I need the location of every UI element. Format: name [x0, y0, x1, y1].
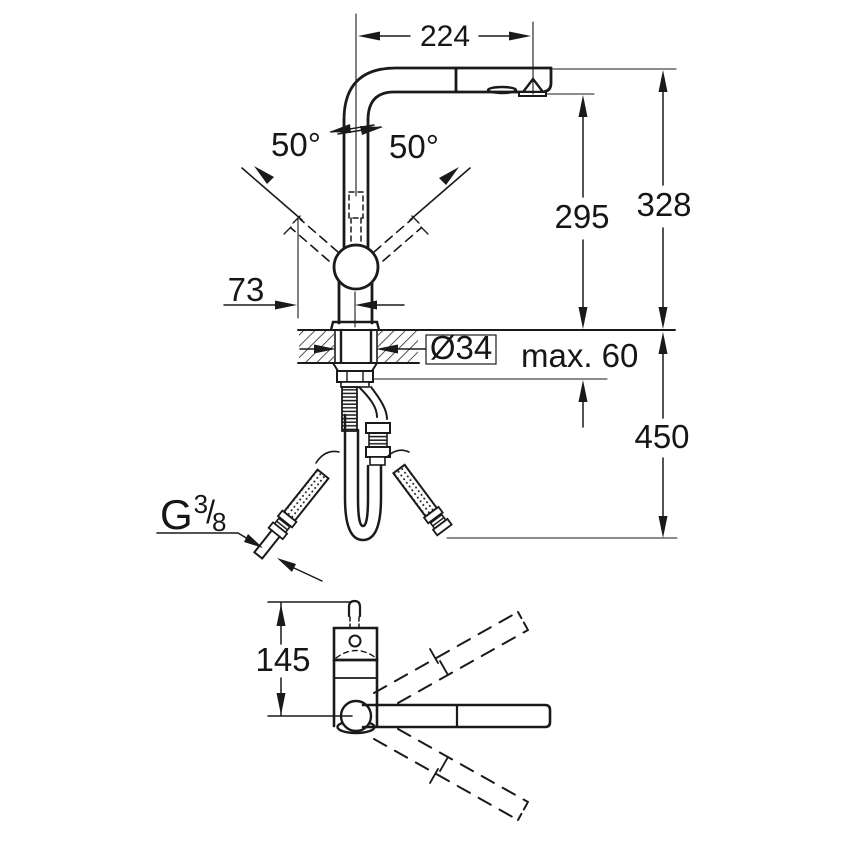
dim-deck-thickness	[373, 378, 608, 428]
dim-spout-reach-label: 224	[420, 20, 470, 53]
connection-numerator: 3	[194, 489, 208, 519]
shank-hose-connector	[358, 386, 391, 466]
plan-spout-arm	[361, 703, 552, 729]
mounting-nut	[336, 370, 374, 383]
dim-hole-diameter-label: Ø34	[430, 329, 492, 366]
lever-tip	[347, 599, 362, 618]
dim-body-height	[267, 601, 353, 717]
hoses	[253, 386, 453, 560]
dim-spout-reach	[358, 21, 534, 95]
dim-height-outlet-label: 295	[554, 198, 609, 235]
spray-button	[486, 85, 518, 95]
dim-swivel-left-label: 50°	[271, 126, 321, 163]
dim-height-outlet	[545, 93, 595, 329]
lever-pivot-dot	[348, 634, 362, 648]
hose-break-left	[315, 450, 340, 464]
connection-slash: /	[206, 494, 215, 530]
ball-joint	[332, 243, 380, 291]
faucet-body	[329, 13, 381, 332]
hose-break-right	[387, 449, 410, 457]
front-view: 224 50° 50° 295 328 450 max. 60 Ø34 73 G…	[156, 13, 692, 582]
dim-body-height-label: 145	[255, 641, 310, 678]
pullout-hose-loop	[343, 413, 383, 542]
dim-height-total-label: 328	[636, 186, 691, 223]
washer	[331, 362, 379, 372]
dim-offset-label: 73	[228, 271, 265, 308]
dimension-annotations	[156, 21, 678, 582]
supply-hose-left	[253, 468, 330, 560]
dim-connection-leader	[156, 532, 323, 582]
dim-height-total	[552, 68, 677, 329]
connection-g: G	[160, 491, 193, 538]
dim-hose-length	[446, 332, 678, 539]
connection-denominator: 8	[212, 507, 226, 537]
dim-offset	[223, 217, 405, 328]
plan-swivel-range	[373, 611, 529, 821]
dim-connection-label: G3/8	[160, 489, 227, 538]
cartridge-hidden-lines	[348, 191, 364, 243]
dim-deck-thickness-label: max. 60	[521, 337, 638, 374]
dim-hole-diameter	[299, 334, 497, 365]
swivel-indicators	[241, 124, 471, 262]
plan-view: 145	[255, 599, 552, 821]
dimension-labels: 224 50° 50° 295 328 450 max. 60 Ø34 73 G…	[160, 20, 692, 538]
dim-hose-length-label: 450	[634, 418, 689, 455]
dim-swivel-right-label: 50°	[389, 128, 439, 165]
supply-hose-right	[391, 463, 453, 537]
